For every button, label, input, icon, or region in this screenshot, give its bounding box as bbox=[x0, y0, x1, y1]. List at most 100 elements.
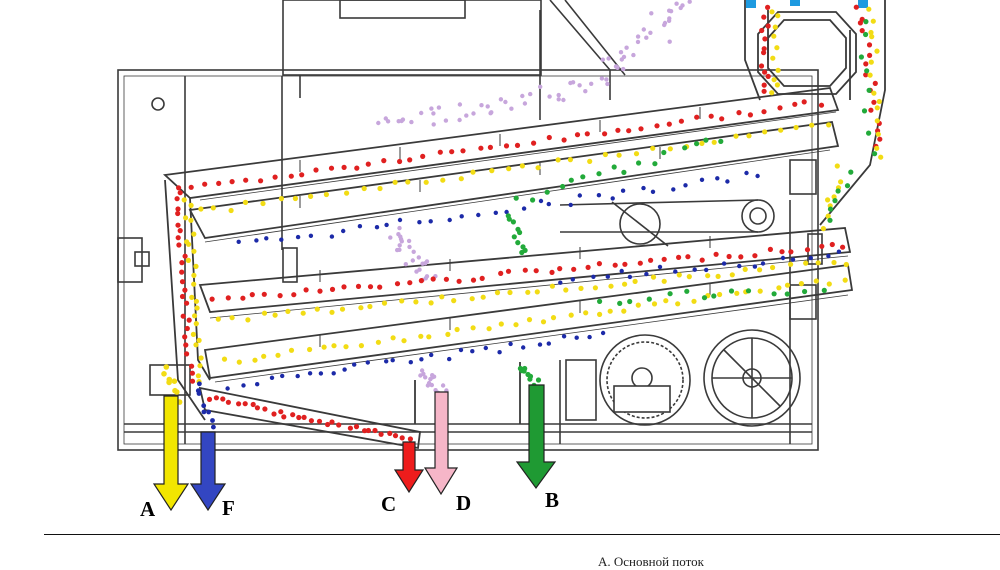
particle bbox=[662, 22, 667, 28]
particle bbox=[549, 269, 555, 275]
particle bbox=[682, 145, 688, 151]
particle bbox=[755, 173, 760, 179]
particle bbox=[417, 220, 422, 225]
particle bbox=[610, 196, 615, 201]
particle bbox=[813, 278, 819, 284]
particle bbox=[863, 19, 869, 25]
particle bbox=[176, 242, 182, 248]
particle bbox=[863, 72, 869, 78]
particle bbox=[747, 112, 754, 118]
particle bbox=[863, 61, 869, 67]
particle bbox=[761, 46, 767, 52]
particle bbox=[420, 153, 426, 159]
particle bbox=[498, 97, 504, 102]
particle bbox=[612, 262, 618, 268]
particle bbox=[241, 383, 246, 388]
particle bbox=[407, 157, 413, 163]
particle bbox=[638, 126, 644, 132]
particle bbox=[197, 381, 202, 387]
particle bbox=[652, 161, 658, 167]
particle bbox=[494, 290, 501, 296]
particle bbox=[515, 240, 521, 246]
particle bbox=[176, 185, 182, 191]
particle bbox=[177, 190, 183, 196]
particle bbox=[685, 254, 691, 260]
particle bbox=[449, 149, 455, 155]
particle bbox=[621, 308, 627, 314]
particle bbox=[774, 82, 781, 88]
particle bbox=[676, 254, 682, 260]
particle bbox=[591, 274, 596, 279]
particle bbox=[290, 412, 296, 418]
particle bbox=[193, 263, 199, 269]
particle bbox=[163, 364, 170, 370]
particle bbox=[788, 261, 794, 267]
particle bbox=[252, 357, 258, 363]
particle bbox=[191, 272, 197, 278]
particle bbox=[867, 52, 873, 59]
particle bbox=[583, 89, 588, 94]
particle bbox=[608, 283, 614, 289]
particle bbox=[520, 93, 525, 99]
particle bbox=[353, 424, 360, 430]
particle bbox=[771, 33, 777, 39]
particle bbox=[633, 151, 640, 157]
particle bbox=[874, 118, 880, 124]
particle bbox=[470, 349, 475, 354]
particle bbox=[209, 296, 215, 302]
particle bbox=[329, 419, 335, 425]
particle bbox=[606, 56, 611, 61]
particle bbox=[790, 257, 796, 262]
particle bbox=[561, 334, 567, 339]
particle bbox=[426, 334, 432, 340]
particle bbox=[745, 288, 752, 294]
particle bbox=[792, 101, 798, 107]
particle bbox=[519, 163, 526, 169]
particle bbox=[875, 131, 881, 137]
outlet-label-d: D bbox=[456, 491, 472, 515]
particle bbox=[182, 253, 188, 259]
particle bbox=[514, 142, 521, 148]
particle bbox=[705, 273, 711, 279]
particle bbox=[196, 391, 202, 396]
particle bbox=[622, 281, 628, 287]
particle bbox=[254, 238, 259, 243]
particle bbox=[637, 260, 643, 266]
particle bbox=[400, 117, 406, 122]
particle bbox=[429, 106, 434, 111]
particle bbox=[596, 193, 602, 198]
particle bbox=[325, 421, 331, 428]
particle bbox=[280, 373, 285, 379]
particle bbox=[216, 180, 222, 186]
particle bbox=[635, 302, 641, 308]
particle bbox=[250, 401, 256, 408]
particle bbox=[759, 27, 765, 34]
outlet-arrow-c bbox=[393, 441, 425, 494]
particle bbox=[355, 283, 362, 289]
particle bbox=[825, 213, 831, 219]
particle bbox=[717, 291, 723, 298]
particle bbox=[574, 132, 581, 138]
particle bbox=[869, 34, 875, 40]
particle bbox=[413, 299, 419, 305]
particle bbox=[470, 325, 476, 331]
outlet-arrow-d bbox=[423, 391, 459, 496]
particle bbox=[530, 197, 536, 203]
particle bbox=[331, 371, 336, 376]
particle bbox=[661, 278, 667, 284]
particle bbox=[864, 68, 870, 74]
particle bbox=[765, 23, 771, 29]
particle bbox=[281, 414, 287, 420]
particle bbox=[198, 206, 204, 212]
particle bbox=[770, 55, 776, 61]
particle bbox=[384, 222, 389, 228]
particle bbox=[316, 418, 323, 424]
particle bbox=[619, 268, 624, 274]
particle bbox=[577, 193, 582, 198]
particle bbox=[867, 72, 873, 78]
particle bbox=[387, 430, 393, 436]
particle bbox=[254, 405, 260, 411]
particle bbox=[307, 371, 313, 376]
particle bbox=[667, 39, 672, 44]
particle bbox=[874, 105, 880, 111]
